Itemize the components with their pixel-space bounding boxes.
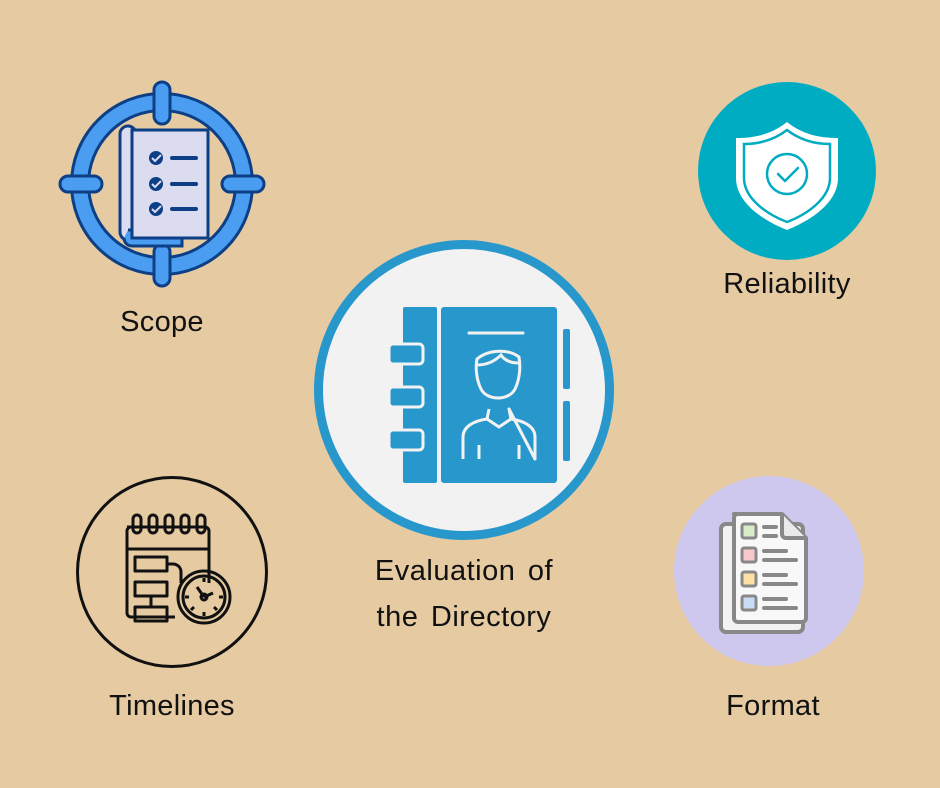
calendar-clock-icon — [125, 513, 232, 625]
format-node — [674, 476, 864, 666]
timelines-node — [76, 476, 268, 668]
center-label: Evaluation of the Directory — [314, 548, 614, 640]
scope-node — [56, 78, 268, 290]
scope-label: Scope — [120, 306, 204, 338]
reliability-node — [698, 82, 876, 260]
document-list-icon — [719, 512, 808, 634]
target-checklist-icon — [58, 80, 266, 288]
format-label: Format — [726, 690, 820, 722]
center-label-line1: Evaluation of — [374, 555, 554, 587]
timelines-label: Timelines — [109, 690, 235, 722]
reliability-label: Reliability — [723, 268, 851, 300]
contact-directory-icon — [387, 307, 570, 483]
shield-check-icon — [736, 122, 838, 230]
center-label-line2: the Directory — [376, 601, 552, 633]
center-node — [314, 240, 614, 540]
